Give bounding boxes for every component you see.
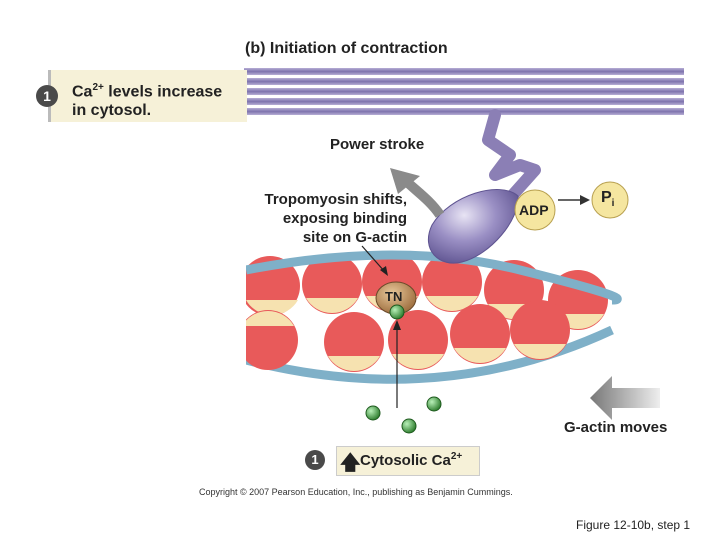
copyright-text: Copyright © 2007 Pearson Education, Inc.…	[199, 487, 513, 497]
cytosolic-text: Cytosolic Ca2+	[360, 451, 463, 469]
tropomyosin-label: Tropomyosin shifts, exposing binding sit…	[264, 191, 407, 246]
tropomyosin-front	[246, 250, 622, 305]
power-stroke-arrowhead	[390, 168, 420, 194]
actin-beads	[246, 252, 608, 372]
step-1-number: 1	[36, 85, 58, 107]
calcium-ion	[365, 405, 381, 421]
adp-circle	[514, 189, 556, 231]
calcium-ion	[389, 304, 405, 320]
up-arrow-icon: 🡅	[340, 452, 361, 474]
cytosolic-step-number: 1	[305, 450, 325, 470]
power-stroke-arrow	[401, 176, 445, 218]
calcium-ion	[401, 418, 417, 434]
calcium-ion	[426, 396, 442, 412]
actin-filament	[246, 250, 622, 384]
figure-label: Figure 12-10b, step 1	[576, 518, 691, 532]
tropomyosin-back	[246, 325, 614, 384]
cytosolic-box	[336, 446, 480, 476]
power-stroke-label: Power stroke	[330, 136, 425, 153]
myosin-head	[427, 189, 519, 264]
adp-label: ADP	[519, 202, 549, 218]
myosin-neck	[482, 109, 541, 204]
g-actin-moves-label: G-actin moves	[564, 419, 668, 436]
pi-circle	[591, 181, 629, 219]
g-actin-arrow	[590, 376, 660, 420]
troponin-label: TN	[385, 289, 403, 304]
diagram-title: (b) Initiation of contraction	[245, 40, 448, 57]
step-1-text: Ca2+ levels increase in cytosol.	[72, 82, 223, 120]
pi-label: Pi	[601, 189, 615, 210]
thick-filament	[244, 68, 684, 115]
